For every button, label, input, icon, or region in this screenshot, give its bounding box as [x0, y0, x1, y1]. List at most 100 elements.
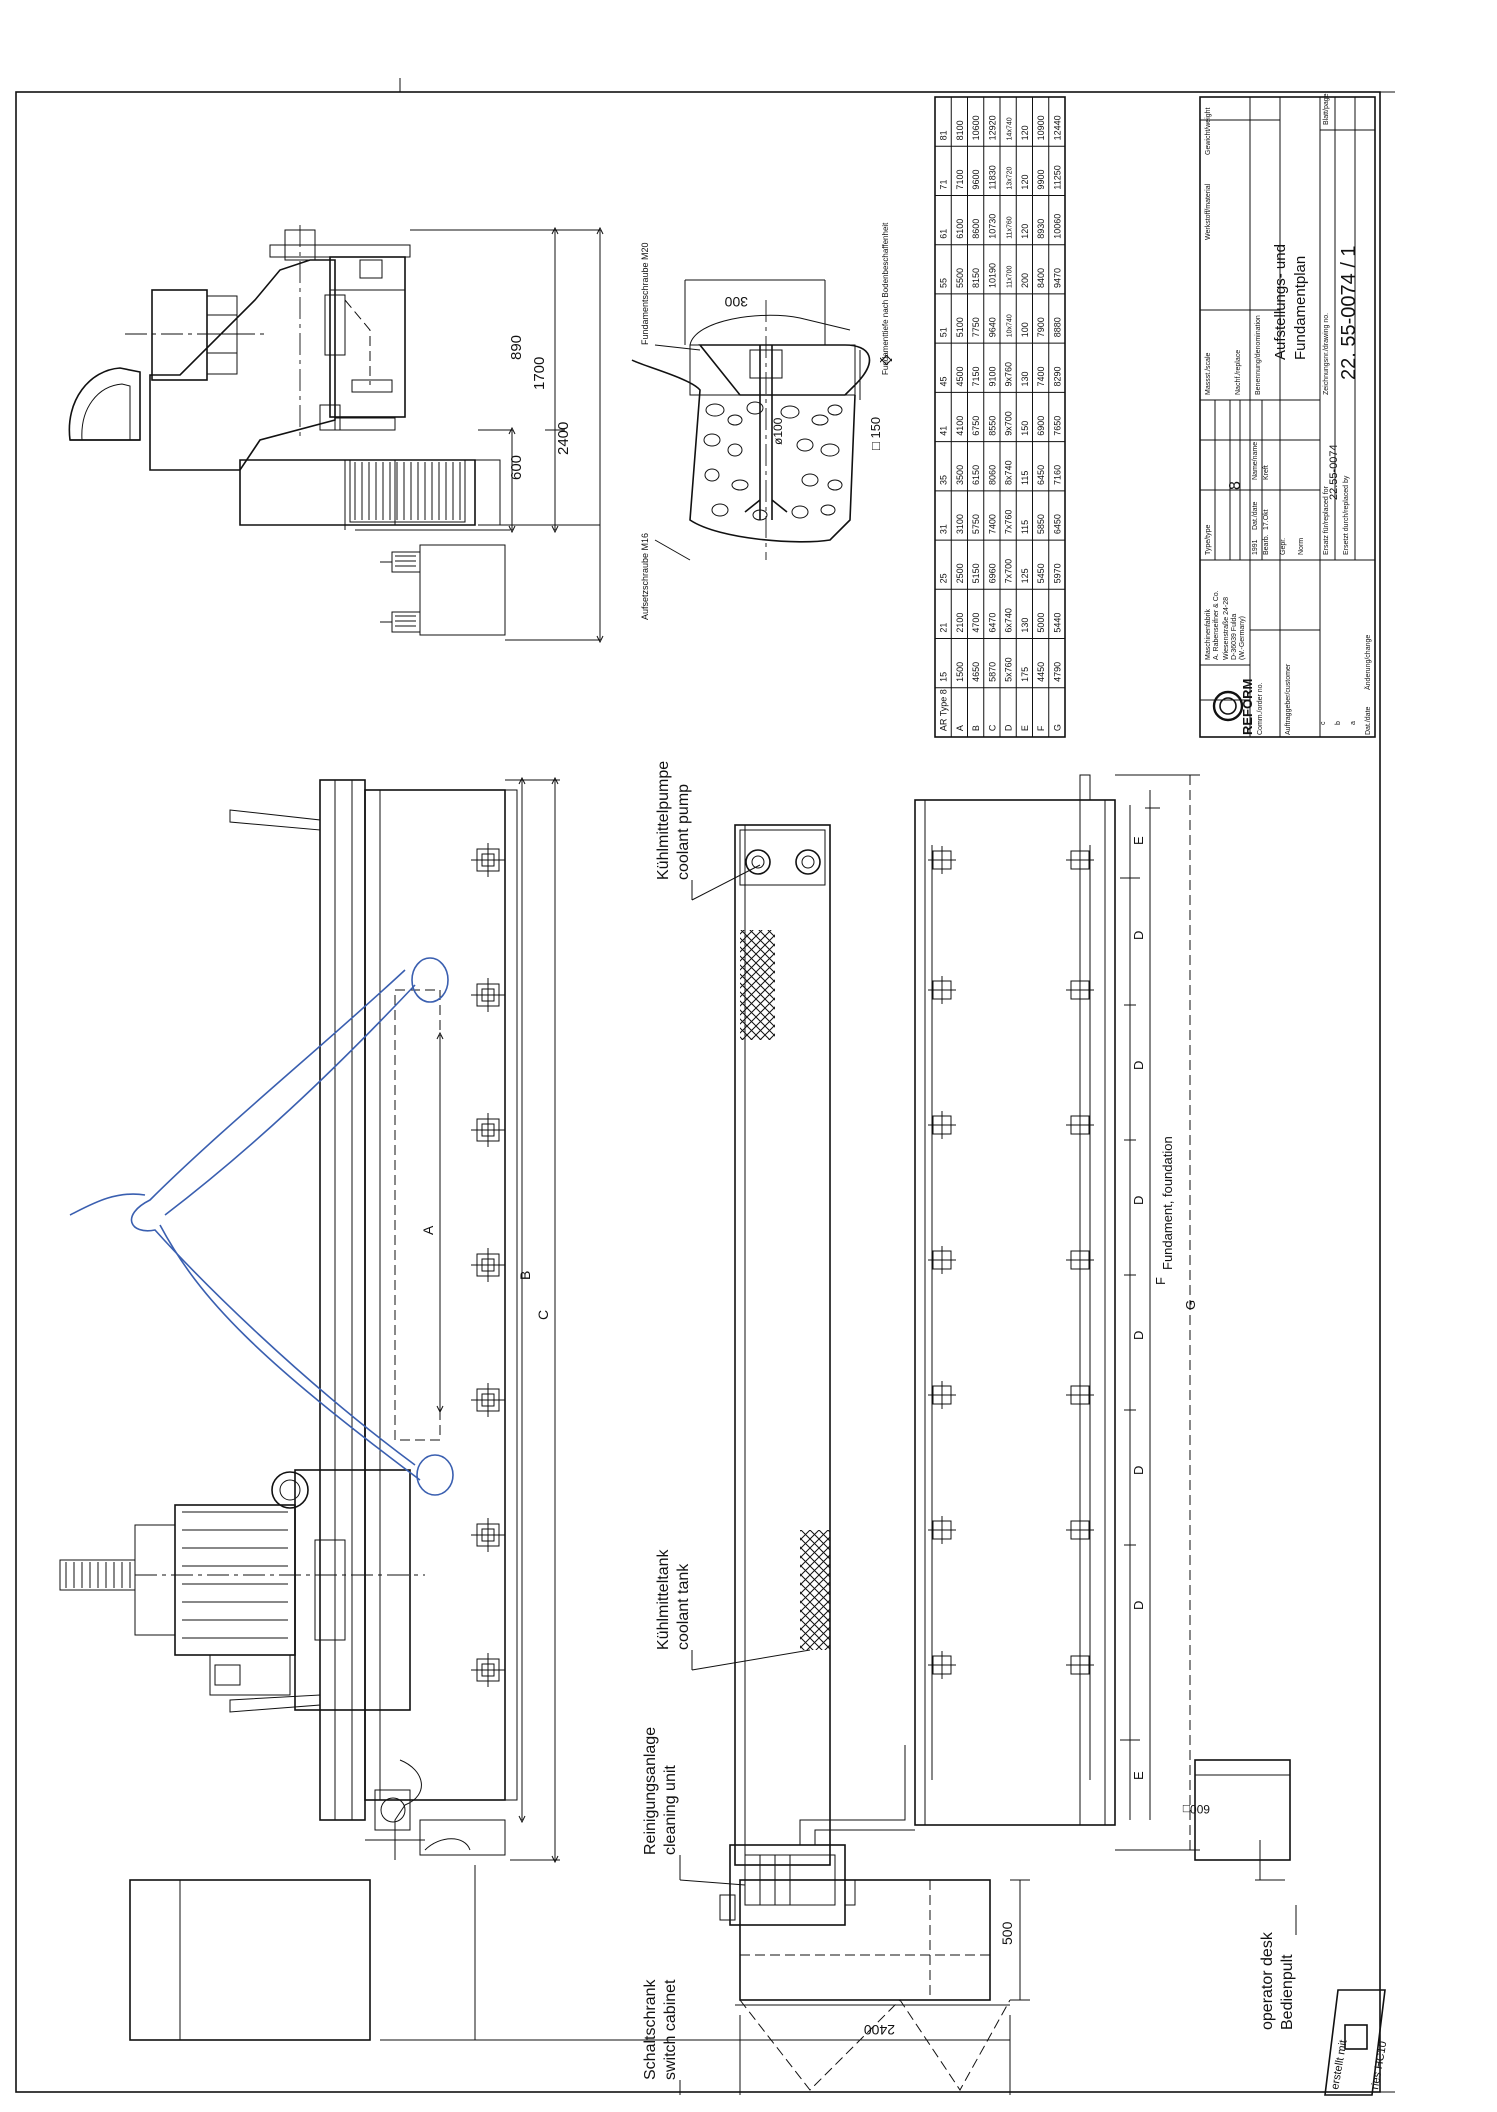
designation-label: Benennung/denomination	[1255, 315, 1262, 395]
dim-890: 890	[508, 335, 525, 360]
coolant-pump-de: Kühlmittelpumpe	[655, 761, 672, 880]
table-cell: 5870	[987, 662, 997, 682]
table-cell: 3500	[955, 465, 965, 485]
table-cell: 14x740	[1007, 117, 1014, 140]
cleaning-unit-de: Reinigungsanlage	[642, 1727, 659, 1855]
table-cell: 5150	[971, 563, 981, 583]
table-cell: 51	[939, 327, 949, 337]
dim-1700: 1700	[531, 357, 548, 390]
table-cell: 71	[939, 180, 949, 190]
table-cell: 6900	[1036, 416, 1046, 436]
machine-foot	[470, 1382, 506, 1418]
dim-letter: E	[1131, 836, 1146, 845]
dim-letter: D	[1131, 931, 1146, 940]
table-cell: 4450	[1036, 662, 1046, 682]
table-cell: 6960	[987, 563, 997, 583]
table-cell: 6100	[955, 219, 965, 239]
table-cell: 7160	[1052, 465, 1062, 485]
table-cell: 6750	[971, 416, 981, 436]
operator-desk-de: Bedienpult	[1279, 1954, 1296, 2030]
dim-F: F	[1153, 1277, 1168, 1285]
dim-G: G	[1183, 1300, 1198, 1310]
logo-text: REFORM	[1240, 679, 1255, 735]
rev-c: c	[1320, 721, 1327, 725]
table-cell: 2100	[955, 613, 965, 633]
table-cell: 4650	[971, 662, 981, 682]
replaced-by-label: Ersetzt durch/replaced by	[1343, 475, 1350, 555]
dim-letter: D	[1131, 1331, 1146, 1340]
dim-letter: D	[1131, 1196, 1146, 1205]
material-label: Werkstoff/material	[1205, 183, 1212, 240]
table-cell: 130	[1020, 618, 1030, 633]
table-cell: 5970	[1052, 563, 1062, 583]
dim-letter: E	[1131, 1771, 1146, 1780]
dim-d100: ø100	[771, 417, 785, 445]
table-cell: 120	[1020, 224, 1030, 239]
table-cell: 7150	[971, 366, 981, 386]
table-cell: 130	[1020, 371, 1030, 386]
title-line2: Fundamentplan	[1292, 256, 1309, 360]
table-cell: 8100	[955, 120, 965, 140]
table-cell: 4500	[955, 366, 965, 386]
table-cell: 5x760	[1004, 657, 1014, 682]
table-cell: 125	[1020, 568, 1030, 583]
dim-600: 600	[508, 455, 525, 480]
commission-label: Comm./order no.	[1257, 682, 1264, 735]
table-cell: 9640	[987, 317, 997, 337]
change-date-label: Dat./date	[1365, 706, 1372, 735]
table-cell: 11250	[1052, 165, 1062, 189]
coolant-pump-en: coolant pump	[675, 784, 692, 880]
drawing-no-label: Zeichnungsnr./drawing no.	[1323, 313, 1330, 395]
table-cell: 11x760	[1007, 216, 1014, 239]
roller-track	[349, 459, 466, 523]
table-cell: 8x740	[1004, 460, 1014, 485]
table-cell: AR Type 8	[939, 689, 949, 731]
table-cell: 5100	[955, 317, 965, 337]
coolant-tank-de: Kühlmitteltank	[655, 1549, 672, 1650]
table-cell: G	[1052, 724, 1062, 731]
table-cell: 5850	[1036, 514, 1046, 534]
replace-label: Nachf./replace	[1235, 350, 1242, 395]
checked-label: Gepr.	[1280, 538, 1287, 555]
sheet-frame	[15, 78, 1395, 2093]
table-cell: 8930	[1036, 219, 1046, 239]
coolant-tank	[719, 824, 915, 1926]
cabinet-2400: 2400	[864, 2022, 895, 2038]
table-cell: 9900	[1036, 170, 1046, 190]
table-cell: 5440	[1052, 613, 1062, 633]
stamp-line2: ries HC10	[1369, 2040, 1389, 2090]
switch-cabinet-plan: 2400 500	[129, 1865, 1030, 2095]
table-cell: 35	[939, 475, 949, 485]
drawn-date: 17.Okt	[1263, 509, 1270, 530]
table-cell: 8550	[987, 416, 997, 436]
table-cell: 7400	[987, 514, 997, 534]
table-cell: 5000	[1036, 613, 1046, 633]
table-cell: 41	[939, 426, 949, 436]
table-cell: 55	[939, 278, 949, 288]
dim-300: 300	[724, 294, 748, 310]
table-cell: 6150	[971, 465, 981, 485]
table-cell: 2500	[955, 563, 965, 583]
table-cell: 31	[939, 524, 949, 534]
table-cell: 3100	[955, 514, 965, 534]
table-cell: 7400	[1036, 366, 1046, 386]
operator-desk-en: operator desk	[1259, 1931, 1276, 2030]
table-cell: 61	[939, 229, 949, 239]
table-cell: 4790	[1052, 662, 1062, 682]
table-cell: 100	[1020, 322, 1030, 337]
table-cell: 10190	[987, 263, 997, 288]
replaces-label: Ersatz für/replaced for	[1323, 485, 1330, 555]
company-line1: Maschinenfabrik	[1205, 609, 1212, 660]
replaces-value: 22.55-0074	[1328, 444, 1340, 500]
table-cell: 120	[1020, 175, 1030, 190]
dim-A: A	[420, 1225, 436, 1235]
table-cell: 6x740	[1004, 608, 1014, 633]
table-cell: 5450	[1036, 563, 1046, 583]
table-cell: 8150	[971, 268, 981, 288]
cleaning-unit-en: cleaning unit	[662, 1765, 679, 1855]
anchor-bolt-detail: 300 ø100 □ 150 Fundamentschraube M20 Auf…	[631, 222, 892, 620]
desk-600: 600□	[1183, 1802, 1210, 1816]
table-cell: 7900	[1036, 317, 1046, 337]
